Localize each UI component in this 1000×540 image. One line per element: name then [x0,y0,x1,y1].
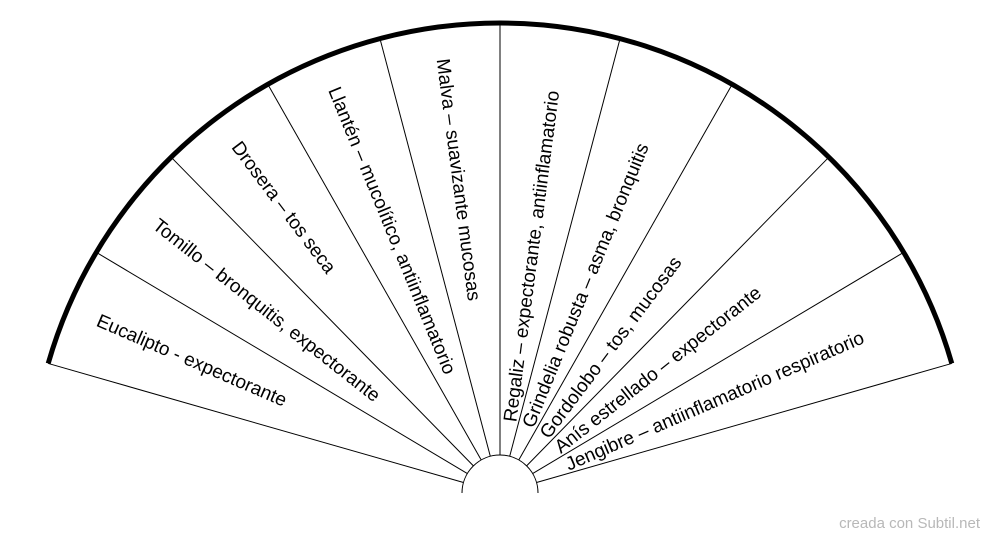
segment-divider [96,251,468,474]
segment-label: Eucalipto - expectorante [93,311,289,412]
segment-divider [518,84,733,461]
segment-divider [170,156,474,467]
segment-label: Tomillo – bronquitis, expectorante [148,215,383,407]
segment-dividers [48,23,952,484]
segment-label: Drosera – tos seca [227,138,340,278]
segment-divider [48,362,464,484]
segment-divider [532,251,904,474]
segment-divider [267,84,482,461]
segment-divider [509,38,621,457]
segment-divider [526,156,830,467]
inner-arc [461,454,539,494]
outer-arc [45,20,955,365]
credit-text: creada con Subtil.net [839,515,980,532]
segment-divider [536,362,952,484]
segment-divider [379,38,491,457]
